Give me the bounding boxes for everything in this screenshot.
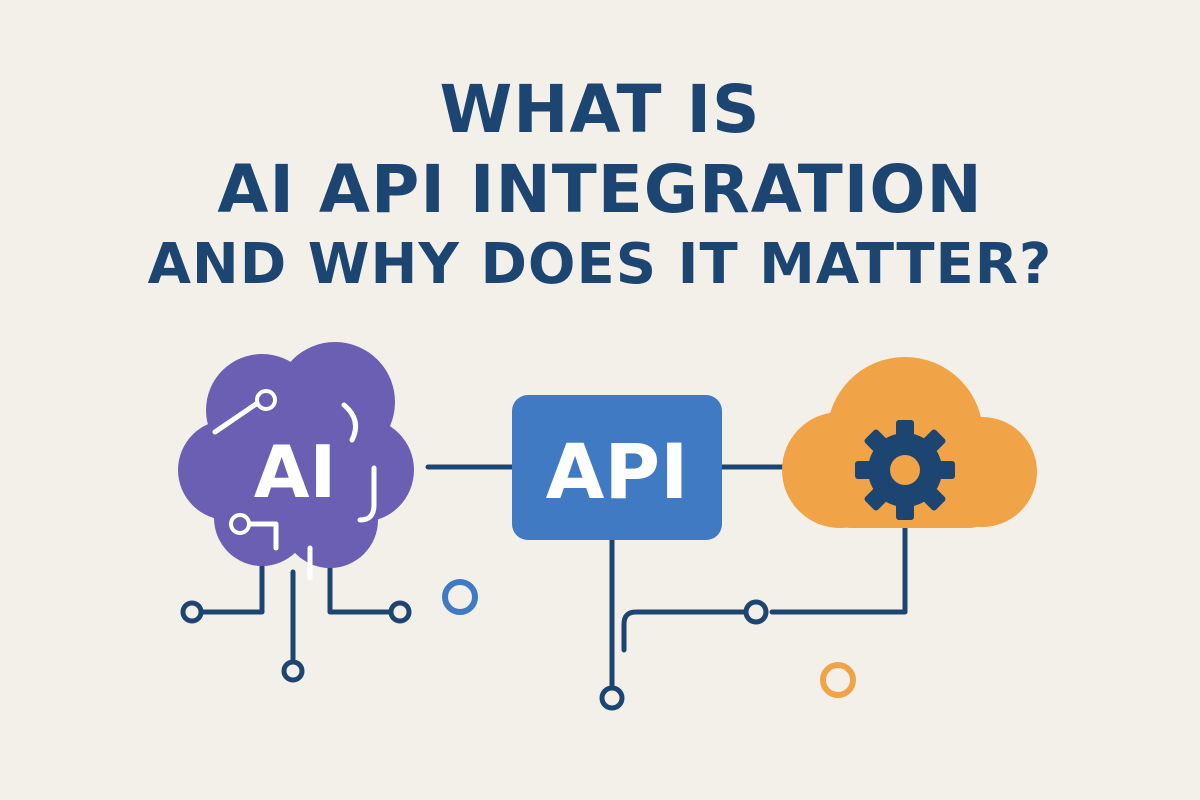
node-center [281,659,305,683]
circuit-leg-right [327,545,395,615]
connector-lines [197,464,908,693]
circuit-leg-left [197,545,265,615]
api-label: API [546,427,689,516]
decorative-ring-orange [820,662,856,698]
title-line-2: AI API INTEGRATION [217,151,983,228]
circuit-branch [621,609,748,653]
page-title: WHAT IS AI API INTEGRATION AND WHY DOES … [0,70,1200,300]
decorative-ring-blue [442,579,478,615]
circuit-cloud-down [769,525,908,615]
title-line-3: AND WHY DOES IT MATTER? [147,232,1053,297]
circuit-nodes [180,599,769,711]
brain-icon: AI [178,342,414,581]
node-left [180,600,204,624]
gear-icon [855,420,955,520]
node-api-bottom [599,685,625,711]
api-box: API [512,395,722,540]
title-line-1: WHAT IS [439,71,761,148]
node-branch [743,599,769,625]
ai-label: AI [254,430,337,514]
node-right [388,600,412,624]
